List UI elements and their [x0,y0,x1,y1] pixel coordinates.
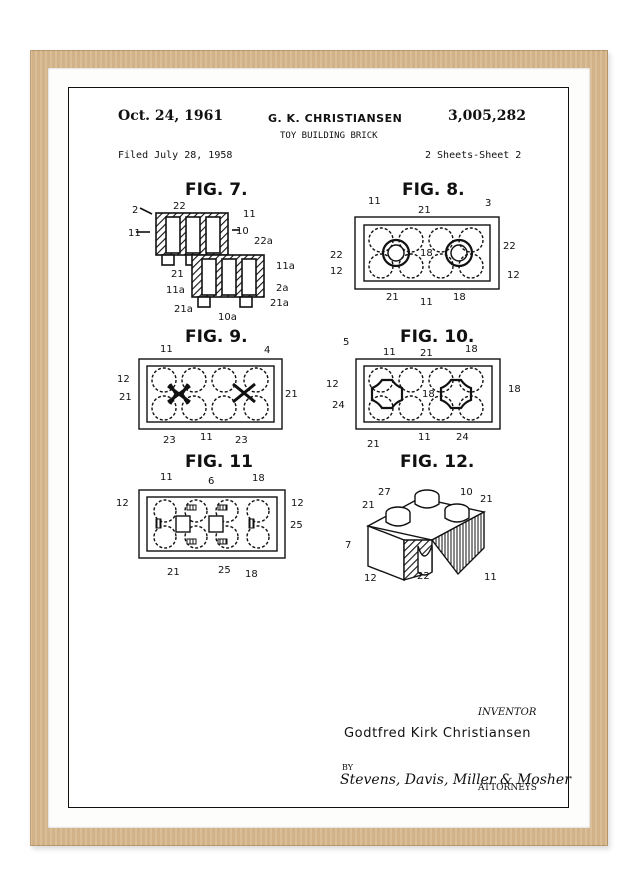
fig7-ref: 11a [276,261,295,272]
reference-numeral: 21 [367,439,380,450]
fig7-label: FIG. 7. [185,180,248,200]
reference-numeral: 25 [290,520,303,531]
fig8-reference-numerals: 11 21 3 22 18 22 12 12 21 11 18 [330,196,520,308]
reference-numeral: 18 [453,292,466,303]
reference-numeral: 12 [507,270,520,281]
reference-numeral: 18 [245,569,258,580]
reference-numeral: Stevens, Davis, Miller & Mosher [340,772,572,788]
fig7-ref: 21 [171,269,184,280]
reference-numeral: 18 [252,473,265,484]
reference-numeral: 12 [326,379,339,390]
by-label: BY [342,763,354,772]
fig7-ref: 22a [254,236,273,247]
reference-numeral: 12 [364,573,377,584]
attorneys-label: ATTORNEYS [478,783,537,793]
patent-sheet [68,87,569,808]
reference-numeral: 3 [485,198,491,209]
reference-numeral: 18 [465,344,478,355]
reference-numeral: 21 [119,392,132,403]
fig12-reference-numerals: 27 10 21 21 7 12 22 11 [345,487,497,584]
reference-numeral: 11 [200,432,213,443]
fig7-drawing [136,207,265,308]
reference-numeral: 11 [418,432,431,443]
fig7-ref: 10 [236,226,249,237]
fig10-label: FIG. 10. [400,327,475,347]
fig10-drawing [355,358,501,430]
reference-numeral: 12 [117,374,130,385]
filed-date: Filed July 28, 1958 [118,150,233,161]
fig8-drawing [354,216,500,290]
fig9-label: FIG. 9. [185,327,248,347]
fig7-ref: 11a [166,285,185,296]
reference-numeral: 22 [330,250,343,261]
reference-numeral: 24 [456,432,469,443]
reference-numeral: 21 [418,205,431,216]
fig10-reference-numerals: 5 11 21 18 12 18 24 18 21 11 24 [326,337,521,450]
reference-numeral: 24 [332,400,345,411]
fig7-ref: 21a [270,298,289,309]
patent-date: Oct. 24, 1961 [118,108,224,124]
fig12-label: FIG. 12. [400,452,475,472]
reference-numeral: 12 [330,266,343,277]
reference-numeral: 27 [378,487,391,498]
fig7-ref: 2a [276,283,289,294]
patent-number: 3,005,282 [448,108,526,124]
reference-numeral: 7 [345,540,351,551]
reference-numeral: 18 [422,389,435,400]
sheet-count: 2 Sheets-Sheet 2 [425,150,522,161]
reference-numeral: 11 [160,344,173,355]
reference-numeral: 21 [285,389,298,400]
fig11-drawing [138,489,286,559]
reference-numeral: 11 [160,472,173,483]
reference-numeral: 10 [460,487,473,498]
reference-numeral: 4 [264,345,270,356]
fig7-ref: 2 [132,205,138,216]
fig7-ref: 11 [128,228,141,239]
fig11-reference-numerals: 11 6 18 12 12 25 21 25 18 [116,472,304,580]
reference-numeral: 23 [163,435,176,446]
fig11-label: FIG. 11 [185,452,253,472]
fig8-label: FIG. 8. [402,180,465,200]
reference-numeral: 12 [291,498,304,509]
reference-numeral: 21 [362,500,375,511]
fig7-ref: 22 [173,201,186,212]
fig12-drawing [366,489,486,582]
fig9-drawing [138,358,283,430]
reference-numeral: 21 [167,567,180,578]
reference-numeral: 11 [383,347,396,358]
reference-numeral: 22 [503,241,516,252]
inventor-label: INVENTOR [478,707,537,718]
reference-numeral: 21 [386,292,399,303]
reference-numeral: 25 [218,565,231,576]
attorneys-signature: Stevens, Davis, Miller & Mosher [340,772,572,788]
reference-numeral: 12 [116,498,129,509]
reference-numeral: 23 [235,435,248,446]
inventor-header: G. K. CHRISTIANSEN [268,112,403,125]
fig7-reference-numerals: 2 22 11 11 10 22a 21 11a 2a 11a 21a 10a … [128,201,295,323]
reference-numeral: 11 [420,297,433,308]
fig7-ref: 21a [174,304,193,315]
reference-numeral: 11 [484,572,497,583]
reference-numeral: 22 [417,571,430,582]
reference-numeral: 21 [480,494,493,505]
inventor-name: Godtfred Kirk Christiansen [344,726,532,741]
fig7-ref: 11 [243,209,256,220]
patent-title: TOY BUILDING BRICK [280,131,378,141]
fig9-reference-numerals: 11 4 12 21 21 23 11 23 [117,344,298,446]
reference-numeral: 5 [343,337,349,348]
fig7-ref: 10a [218,312,237,323]
reference-numeral: 21 [420,348,433,359]
reference-numeral: 6 [208,476,214,487]
reference-numeral: 18 [420,248,433,259]
reference-numeral: 18 [508,384,521,395]
reference-numeral: 11 [368,196,381,207]
